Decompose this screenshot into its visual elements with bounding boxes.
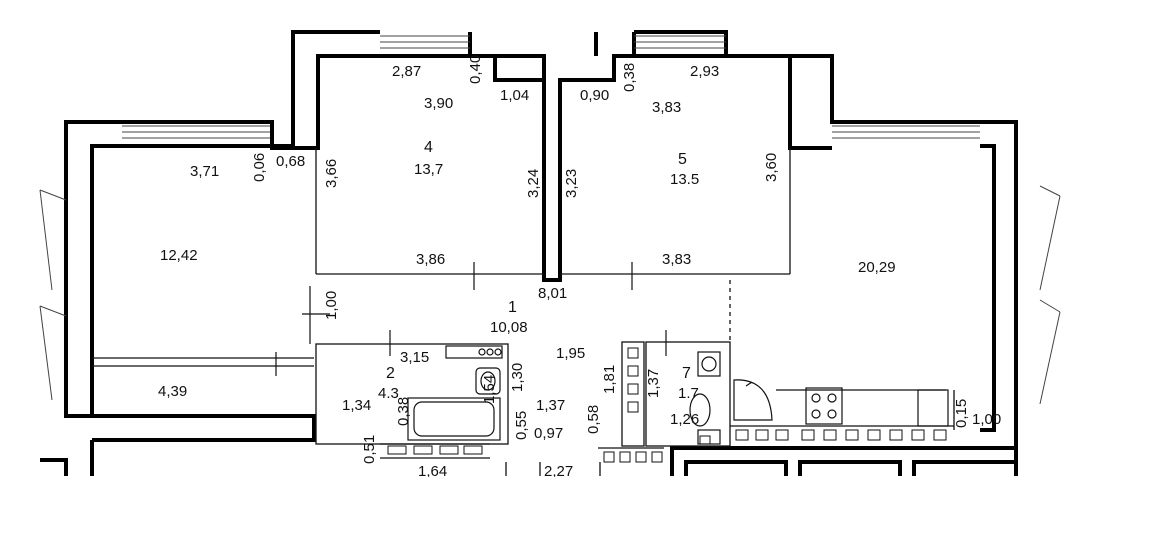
washbasin-icon (475, 367, 501, 395)
shower-icon (733, 379, 773, 421)
room-2-number: 2 (386, 365, 395, 382)
bedroom-area: 12,42 (160, 247, 198, 264)
dimension-label: 2,87 (392, 63, 421, 80)
room-4-area: 13,7 (414, 161, 443, 178)
dimension-label: 2,27 (544, 463, 573, 480)
crop-mask (0, 477, 1155, 559)
stove-icon (776, 387, 949, 427)
dimension-label: 1,04 (500, 87, 529, 104)
room-labels: 1 10,08 2 4.3 4 13,7 5 13.5 7 1.7 20,29 … (158, 139, 896, 402)
dimension-label: 1,37 (536, 397, 565, 414)
dimension-label: 3,71 (190, 163, 219, 180)
radiator-icon (445, 345, 503, 359)
dimension-label: 8,01 (538, 285, 567, 302)
interior-partitions (92, 148, 955, 476)
loggia-area: 4,39 (158, 383, 187, 400)
windows (39, 35, 1061, 405)
dimension-label: 0,90 (580, 87, 609, 104)
dimension-label: 0,51 (361, 435, 378, 464)
dimension-label: 0,68 (276, 153, 305, 170)
dimension-label: 3,83 (652, 99, 681, 116)
dimension-label: 0,40 (467, 55, 484, 84)
kitchen-area: 20,29 (858, 259, 896, 276)
dimension-label: 1,34 (342, 397, 371, 414)
bathtub (407, 397, 501, 441)
dimension-label: 3,86 (416, 251, 445, 268)
dimension-label: 0,58 (585, 405, 602, 434)
dimension-label: 0,06 (251, 153, 268, 182)
dimension-label: 1,37 (645, 369, 662, 398)
dimension-label: 1,54 (481, 375, 498, 404)
dimension-label: 1,00 (972, 411, 1001, 428)
dimension-label: 1,00 (323, 291, 340, 320)
room-7-area: 1.7 (678, 385, 699, 402)
exterior-walls (40, 30, 1018, 476)
dimension-label: 3,66 (323, 159, 340, 188)
dimension-label: 3,15 (400, 349, 429, 366)
ventilation-icons (387, 347, 947, 463)
dimension-label: 0,15 (953, 399, 970, 428)
room-4-number: 4 (424, 139, 433, 156)
dimension-label: 3,24 (525, 169, 542, 198)
room-5-area: 13.5 (670, 171, 699, 188)
dimension-label: 3,90 (424, 95, 453, 112)
room-1-number: 1 (508, 299, 517, 316)
dimension-label: 0,55 (513, 411, 530, 440)
dimension-label: 3,83 (662, 251, 691, 268)
dimension-label: 1,26 (670, 411, 699, 428)
dimension-labels: 2,87 0,40 1,04 0,90 0,38 2,93 3,90 3,83 … (190, 55, 1001, 480)
dimension-label: 1,30 (509, 363, 526, 392)
dimension-label: 0,38 (621, 63, 638, 92)
dimension-label: 1,81 (601, 365, 618, 394)
door-marks (275, 262, 667, 376)
dimension-label: 3,60 (763, 153, 780, 182)
dimension-label: 0,38 (395, 397, 412, 426)
dimension-label: 3,23 (563, 169, 580, 198)
room-7-number: 7 (682, 365, 691, 382)
room-1-area: 10,08 (490, 319, 528, 336)
room-5-number: 5 (678, 151, 687, 168)
dimension-label: 0,97 (534, 425, 563, 442)
dimension-label: 1,95 (556, 345, 585, 362)
dimension-label: 1,64 (418, 463, 447, 480)
room-2-area: 4.3 (378, 385, 399, 402)
dimension-label: 2,93 (690, 63, 719, 80)
